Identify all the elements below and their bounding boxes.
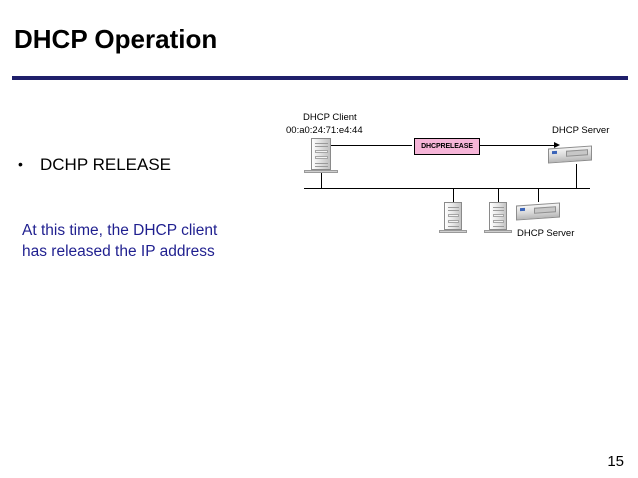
host-1-drop-line xyxy=(453,188,454,202)
server-top-drop-line xyxy=(576,164,577,188)
bullet-label: DCHP RELEASE xyxy=(40,155,172,174)
network-bus-line xyxy=(304,188,590,189)
link-line-message-to-server xyxy=(480,145,556,146)
client-mac-label: 00:a0:24:71:e4:44 xyxy=(286,125,363,136)
bullet-marker: • xyxy=(18,156,23,172)
link-line-client-to-message xyxy=(328,145,412,146)
host-2-icon xyxy=(489,202,507,230)
note-text: At this time, the DHCP client has releas… xyxy=(22,222,218,260)
host-2-base-icon xyxy=(484,230,512,233)
server-label-bottom: DHCP Server xyxy=(517,228,575,239)
host-1-base-icon xyxy=(439,230,467,233)
host-1-icon xyxy=(444,202,462,230)
arrow-head-icon xyxy=(554,141,560,148)
client-pc-base-icon xyxy=(304,170,338,173)
server-rack-icon-bottom xyxy=(516,201,560,221)
server-label-top: DHCP Server xyxy=(552,125,610,136)
network-diagram: DHCP Client 00:a0:24:71:e4:44 DHCP Serve… xyxy=(286,104,626,254)
page-number: 15 xyxy=(607,453,624,470)
bullet-item: • DCHP RELEASE xyxy=(18,155,278,174)
page-title: DHCP Operation xyxy=(14,24,218,54)
client-drop-line xyxy=(321,173,322,188)
server-bottom-drop-line xyxy=(538,188,539,202)
client-pc-icon xyxy=(311,138,331,170)
message-box-label: DHCPRELEASE xyxy=(421,143,473,150)
title-divider xyxy=(12,76,628,80)
host-2-drop-line xyxy=(498,188,499,202)
client-name-label: DHCP Client xyxy=(303,112,357,123)
server-rack-icon-top xyxy=(548,144,592,164)
message-box-dhcprelease: DHCPRELEASE xyxy=(414,138,480,155)
